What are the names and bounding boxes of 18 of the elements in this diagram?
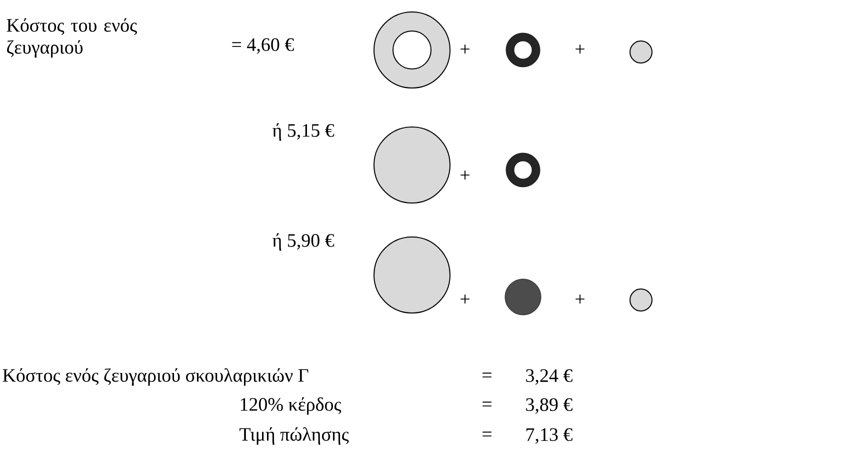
sale-price-text: Τιμή πώλησης	[240, 427, 349, 445]
profit-text: 120% κέρδος	[240, 397, 342, 415]
amount-text: 7,13 €	[526, 428, 572, 444]
equals-sign: =	[482, 402, 492, 406]
price-text: ή 5,90 €	[272, 233, 334, 251]
plus-sign: +	[576, 44, 584, 54]
amount-text: 3,89 €	[526, 398, 572, 414]
plus-sign: +	[460, 170, 470, 180]
plus-sign: +	[460, 44, 470, 54]
equals-sign: =	[482, 372, 492, 378]
plus-sign: +	[460, 294, 470, 304]
plus-sign: +	[576, 294, 584, 304]
amount-text: 3,24 €	[526, 369, 572, 385]
price-text: ή 5,15 €	[272, 123, 334, 141]
cost-text: Κόστος του ενός ζευγαριού	[6, 18, 137, 58]
cost-text: Κόστος ενός ζευγαριού σκουλαρικιών Γ	[2, 368, 308, 386]
equals-sign: =	[482, 432, 492, 436]
price-text: = 4,60 €	[232, 38, 294, 54]
